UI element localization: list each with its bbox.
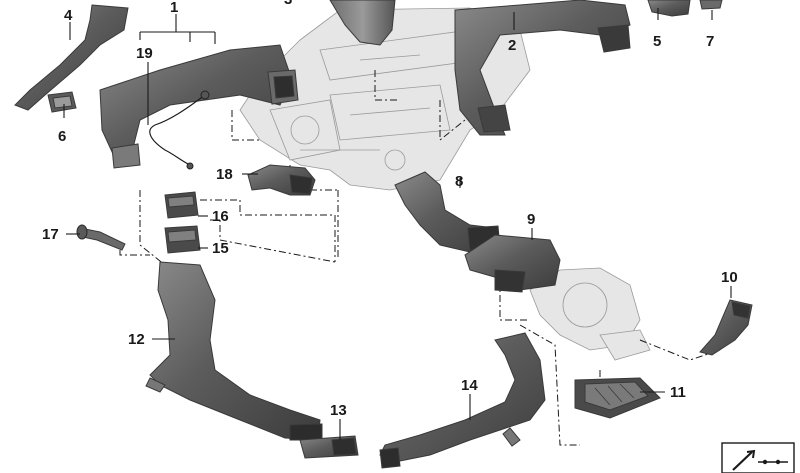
callout-17: 17 — [42, 226, 59, 243]
part-14-right-floor-duct — [379, 332, 546, 469]
callout-11: 11 — [670, 384, 686, 401]
callout-19: 19 — [136, 45, 153, 62]
callout-9: 9 — [527, 211, 535, 228]
part-7-nozzle — [699, 0, 723, 10]
callout-2: 2 — [508, 37, 516, 54]
part-19-sensor-cable — [149, 90, 210, 170]
part-9-connector-duct — [464, 234, 561, 293]
part-2-right-air-duct — [454, 0, 631, 136]
callout-8: 8 — [455, 173, 463, 190]
part-15-adapter — [164, 225, 201, 254]
callout-5: 5 — [653, 33, 661, 50]
part-4-left-side-duct — [14, 4, 129, 111]
callout-1: 1 — [170, 0, 178, 16]
callout-labels: 1 2 3 4 5 6 7 8 9 10 11 12 13 14 15 16 1… — [42, 0, 738, 419]
callout-12: 12 — [128, 331, 145, 348]
part-5-nozzle — [647, 0, 691, 17]
callout-6: 6 — [58, 128, 66, 145]
part-18-elbow-duct — [247, 164, 316, 196]
callout-14: 14 — [461, 377, 478, 394]
part-13-floor-nozzle — [299, 435, 359, 459]
callout-10: 10 — [721, 269, 738, 286]
part-11-grille — [574, 377, 661, 419]
callout-18: 18 — [216, 166, 233, 183]
part-17-fastener — [76, 224, 126, 251]
leader-lines — [63, 8, 732, 440]
part-3-center-duct — [329, 0, 396, 46]
callout-13: 13 — [330, 402, 347, 419]
callout-7: 7 — [706, 33, 714, 50]
rear-blower-ghost — [529, 267, 651, 361]
callout-15: 15 — [212, 240, 229, 257]
part-6-vent-grille — [47, 91, 77, 113]
callout-4: 4 — [64, 7, 73, 24]
part-10-rear-duct — [699, 299, 753, 356]
scissors-cut-icon — [721, 442, 795, 473]
callout-3: 3 — [284, 0, 292, 8]
callout-16: 16 — [212, 208, 229, 225]
part-16-adapter — [164, 191, 199, 219]
part-12-left-floor-duct — [145, 261, 323, 441]
part-8-center-duct — [394, 171, 501, 253]
